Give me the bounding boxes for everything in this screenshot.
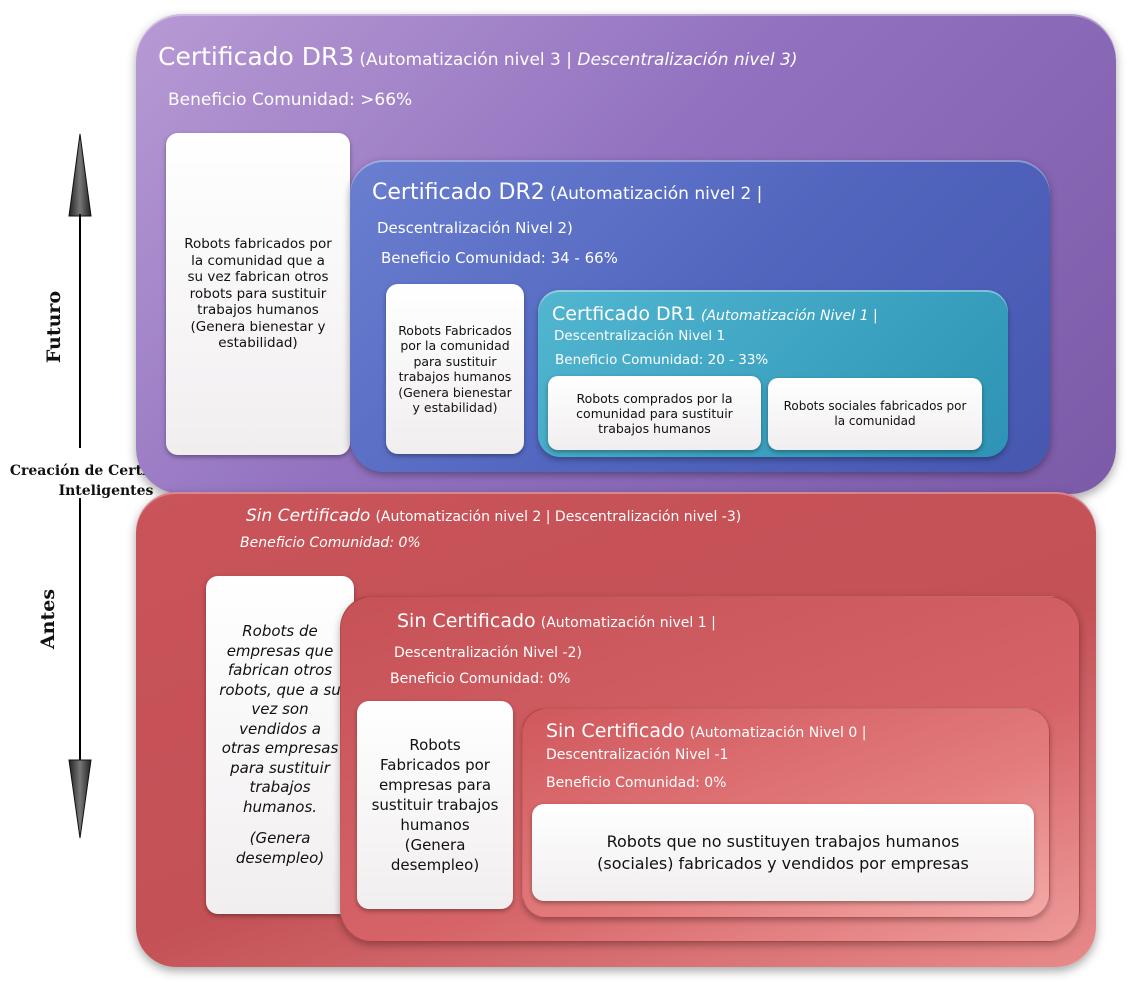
sc2-card-note: (Genera desempleo) — [235, 829, 325, 867]
dr3-card-text: Robots fabricados por la comunidad que a… — [184, 236, 332, 352]
dr1-subtitle: Descentralización Nivel 1 — [554, 328, 726, 344]
sc0-benefit: Beneficio Comunidad: 0% — [546, 775, 727, 791]
dr2-subtitle: Descentralización Nivel 2) — [377, 219, 573, 237]
dr3-card: Robots fabricados por la comunidad que a… — [166, 133, 350, 455]
dr3-benefit: Beneficio Comunidad: >66% — [168, 90, 413, 110]
dr3-title-paren-b: Descentralización nivel 3) — [577, 50, 798, 70]
arrow-head-up-icon — [68, 133, 92, 217]
sc0-title: Sin Certificado (Automatización Nivel 0 … — [546, 720, 866, 742]
sc2-benefit: Beneficio Comunidad: 0% — [240, 535, 421, 551]
sc1-title: Sin Certificado (Automatización nivel 1 … — [397, 610, 716, 632]
dr1-card-left-text: Robots comprados por la comunidad para s… — [576, 390, 733, 436]
sc1-subtitle: Descentralización Nivel -2) — [394, 645, 582, 661]
sc0-title-main: Sin Certificado — [546, 720, 685, 742]
dr1-title-paren: (Automatización Nivel 1 | — [701, 308, 878, 324]
dr1-card-right-text: Robots sociales fabricados por la comuni… — [783, 399, 967, 428]
sc2-title: Sin Certificado (Automatización nivel 2 … — [246, 506, 741, 526]
dr3-title-main: Certificado DR3 — [158, 42, 355, 71]
sc0-card-line2: (sociales) fabricados y vendidos por emp… — [597, 853, 969, 873]
timeline-arrow — [68, 133, 92, 839]
dr2-card: Robots Fabricados por la comunidad para … — [386, 284, 524, 454]
dr2-title-main: Certificado DR2 — [372, 180, 545, 205]
past-label: Antes — [37, 588, 59, 650]
dr2-benefit: Beneficio Comunidad: 34 - 66% — [381, 249, 618, 267]
dr1-title-main: Certficado DR1 — [552, 303, 696, 325]
dr3-title: Certificado DR3 (Automatización nivel 3 … — [158, 42, 797, 71]
sc0-card-line1: Robots que no sustituyen trabajos humano… — [606, 831, 960, 851]
sc2-card: Robots de empresas que fabrican otros ro… — [206, 576, 354, 914]
sc1-benefit: Beneficio Comunidad: 0% — [390, 671, 571, 687]
center-label-line2: Inteligentes — [58, 483, 154, 499]
sc1-card-text: Robots Fabricados por empresas para sust… — [371, 736, 499, 874]
sc0-card: Robots que no sustituyen trabajos humano… — [532, 804, 1034, 901]
dr1-card-left: Robots comprados por la comunidad para s… — [548, 376, 761, 450]
sc0-subtitle: Descentralización Nivel -1 — [546, 747, 729, 763]
dr1-benefit: Beneficio Comunidad: 20 - 33% — [555, 352, 769, 368]
sc1-title-main: Sin Certificado — [397, 610, 536, 632]
sc0-title-paren: (Automatización Nivel 0 | — [689, 725, 867, 741]
dr1-card-right: Robots sociales fabricados por la comuni… — [768, 378, 982, 450]
arrow-head-down-icon — [68, 759, 92, 839]
sc1-title-paren: (Automatización nivel 1 | — [540, 615, 716, 631]
future-label: Futuro — [43, 290, 65, 364]
sc2-title-main: Sin Certificado — [246, 506, 371, 526]
sc2-card-text: Robots de empresas que fabrican otros ro… — [219, 622, 341, 816]
dr3-title-paren-a: (Automatización nivel 3 | — [359, 50, 578, 70]
dr2-title-paren: (Automatización nivel 2 | — [549, 184, 763, 204]
dr2-card-text: Robots Fabricados por la comunidad para … — [398, 322, 512, 416]
sc1-card: Robots Fabricados por empresas para sust… — [357, 701, 513, 909]
sc2-title-paren: (Automatización nivel 2 | Descentralizac… — [375, 509, 742, 525]
dr1-title: Certficado DR1 (Automatización Nivel 1 | — [552, 303, 878, 325]
dr2-title: Certificado DR2 (Automatización nivel 2 … — [372, 180, 762, 205]
